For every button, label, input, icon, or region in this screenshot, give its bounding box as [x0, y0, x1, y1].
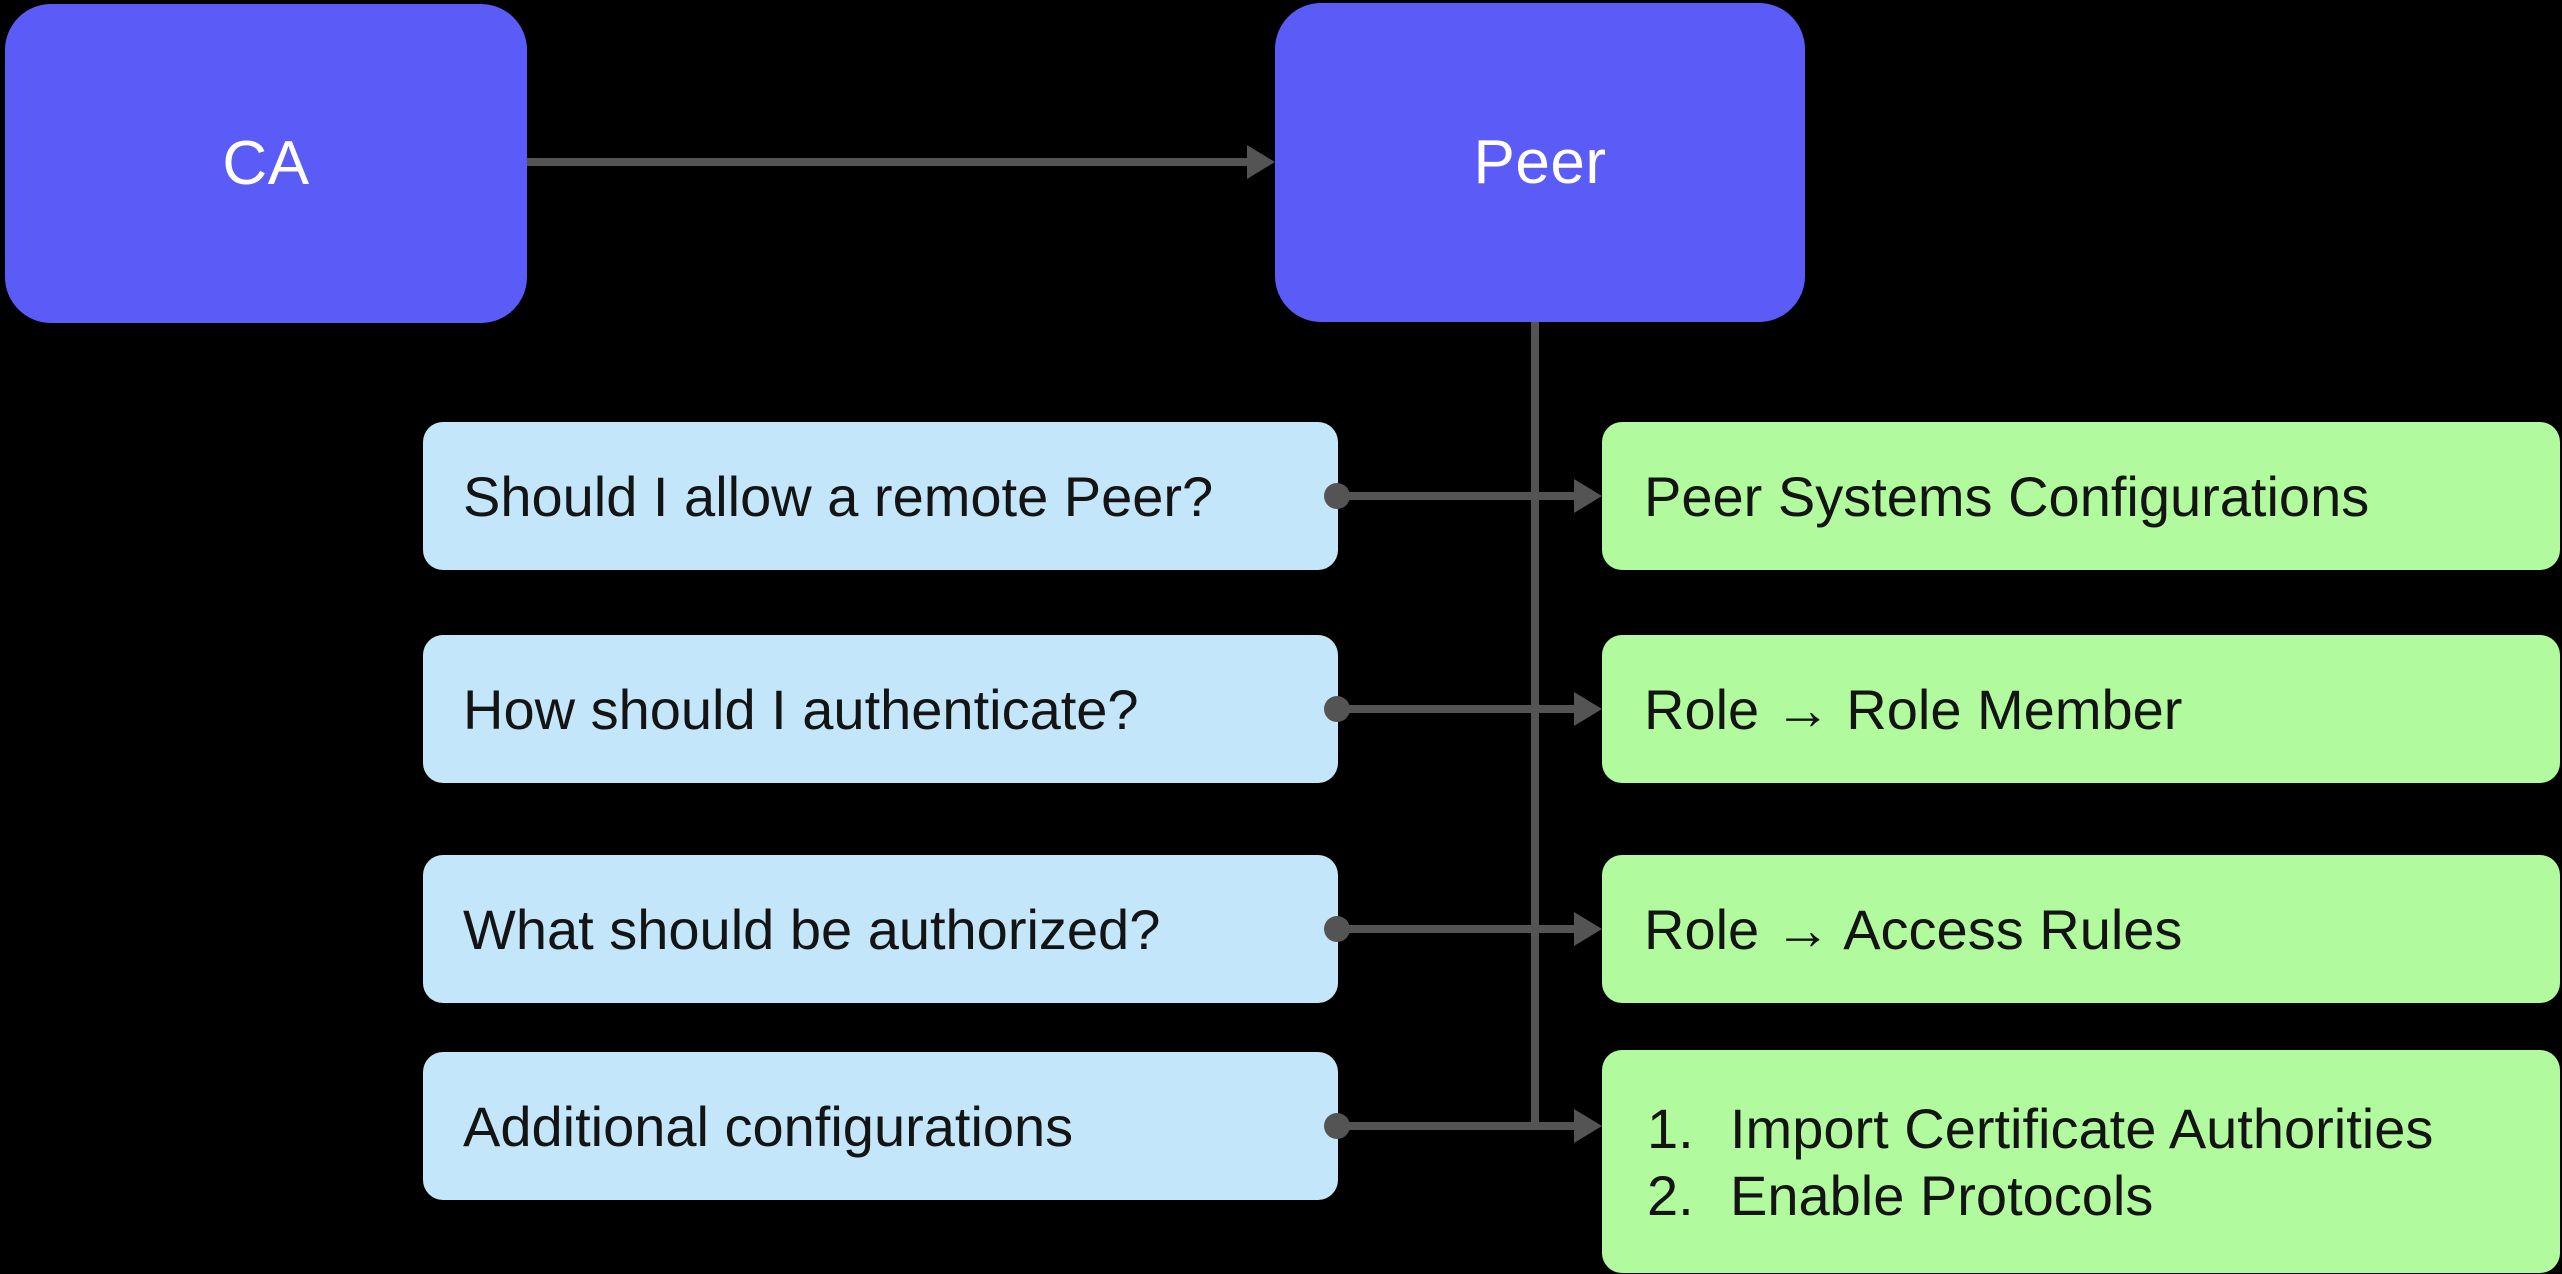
- connector-arrowhead-icon: [1574, 479, 1602, 513]
- connector-arrowhead-icon: [1574, 912, 1602, 946]
- question-label: How should I authenticate?: [463, 677, 1139, 741]
- list-item: 1. Import Certificate Authorities: [1647, 1095, 2433, 1162]
- list-item: 2. Enable Protocols: [1647, 1162, 2153, 1229]
- peer-trunk-line: [1531, 322, 1539, 1130]
- answer-label: Role → Access Rules: [1644, 897, 2183, 961]
- answer-box-additional-steps-list: 1. Import Certificate Authorities 2. Ena…: [1602, 1050, 2560, 1273]
- list-item-number: 1.: [1647, 1096, 1694, 1160]
- question-box-additional-configurations: Additional configurations: [423, 1052, 1338, 1200]
- list-item-text: Enable Protocols: [1730, 1163, 2154, 1227]
- connector-line: [1337, 925, 1576, 933]
- ca-to-peer-arrowhead-icon: [1247, 145, 1275, 179]
- question-box-how-authenticate: How should I authenticate?: [423, 635, 1338, 783]
- question-label: What should be authorized?: [463, 897, 1161, 961]
- question-box-what-authorized: What should be authorized?: [423, 855, 1338, 1003]
- node-peer: Peer: [1275, 3, 1805, 322]
- node-peer-label: Peer: [1473, 128, 1607, 197]
- ca-to-peer-connector-line: [527, 158, 1250, 166]
- connector-arrowhead-icon: [1574, 692, 1602, 726]
- question-label: Should I allow a remote Peer?: [463, 464, 1214, 528]
- question-label: Additional configurations: [463, 1094, 1074, 1158]
- connector-line: [1337, 492, 1576, 500]
- node-ca: CA: [5, 4, 527, 323]
- answer-label: Peer Systems Configurations: [1644, 464, 2370, 528]
- answer-box-peer-systems-configurations: Peer Systems Configurations: [1602, 422, 2560, 570]
- connector-arrowhead-icon: [1574, 1109, 1602, 1143]
- list-item-number: 2.: [1647, 1163, 1694, 1227]
- connector-line: [1337, 1122, 1576, 1130]
- question-box-allow-remote-peer: Should I allow a remote Peer?: [423, 422, 1338, 570]
- answer-box-role-member: Role → Role Member: [1602, 635, 2560, 783]
- node-ca-label: CA: [222, 129, 310, 198]
- list-item-text: Import Certificate Authorities: [1730, 1096, 2434, 1160]
- answer-label: Role → Role Member: [1644, 677, 2183, 741]
- answer-box-access-rules: Role → Access Rules: [1602, 855, 2560, 1003]
- connector-line: [1337, 705, 1576, 713]
